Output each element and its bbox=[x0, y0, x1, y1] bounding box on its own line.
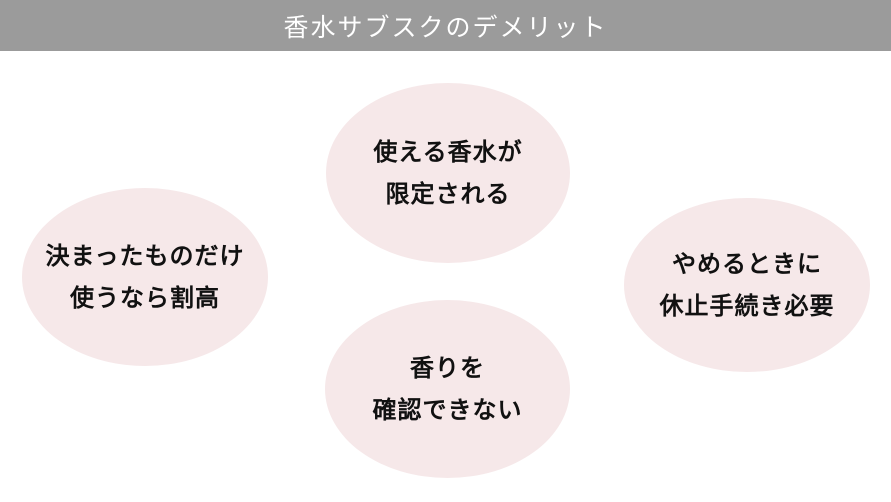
bubble-text-line: 限定される bbox=[385, 180, 511, 208]
bubble-cancel-procedure: やめるときに 休止手続き必要 bbox=[624, 198, 870, 372]
bubble-limited-perfumes: 使える香水が 限定される bbox=[326, 83, 570, 263]
bubble-text-line: 使うなら割高 bbox=[70, 284, 220, 312]
bubble-expensive: 決まったものだけ 使うなら割高 bbox=[22, 188, 268, 366]
page-title: 香水サブスクのデメリット bbox=[283, 12, 608, 42]
bubble-text-line: 確認できない bbox=[372, 396, 523, 424]
bubble-text-line: 使える香水が bbox=[373, 138, 523, 166]
title-banner: 香水サブスクのデメリット bbox=[0, 0, 891, 51]
bubble-text-line: やめるときに bbox=[672, 250, 822, 278]
bubble-cannot-smell: 香りを 確認できない bbox=[325, 300, 570, 478]
bubble-text-line: 休止手続き必要 bbox=[659, 292, 835, 320]
bubble-text-line: 香りを bbox=[410, 354, 485, 382]
bubble-text-line: 決まったものだけ bbox=[45, 242, 245, 270]
